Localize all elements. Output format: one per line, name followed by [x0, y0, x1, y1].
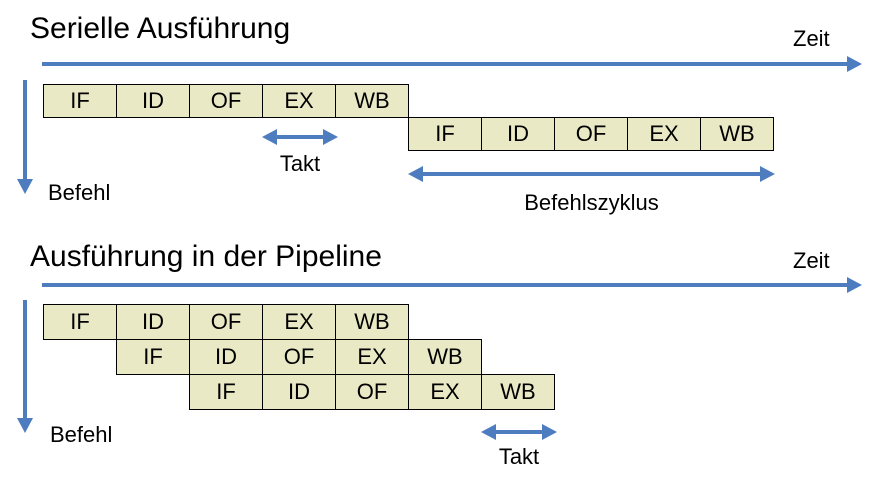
stage-cell: IF [43, 304, 117, 340]
stage-cell: ID [262, 374, 336, 410]
stage-cell: IF [116, 339, 190, 375]
arrow-line [494, 430, 544, 434]
stage-cell: ID [481, 117, 555, 151]
serial-time-axis-arrow [42, 56, 862, 72]
stage-cell: WB [408, 339, 482, 375]
stage-cell: WB [481, 374, 555, 410]
serial-instruction-2-row: IF ID OF EX WB [408, 117, 774, 151]
serial-cycle-span-arrow [408, 166, 775, 182]
serial-section-title: Serielle Ausführung [30, 12, 291, 45]
pipeline-clock-span-arrow [481, 424, 557, 440]
serial-cycle-label: Befehlszyklus [524, 190, 659, 215]
stage-cell: WB [335, 84, 409, 118]
stage-cell: EX [262, 304, 336, 340]
pipeline-time-axis-arrow [42, 277, 862, 293]
stage-cell: OF [335, 374, 409, 410]
serial-instruction-axis-label: Befehl [48, 180, 111, 205]
serial-instruction-axis-arrow [17, 80, 33, 194]
stage-cell: WB [700, 117, 774, 151]
arrow-line [42, 283, 849, 287]
stage-cell: OF [554, 117, 628, 151]
pipeline-instruction-1-row: IF ID OF EX WB [43, 304, 409, 340]
stage-cell: EX [262, 84, 336, 118]
pipeline-section-title: Ausführung in der Pipeline [30, 240, 382, 273]
stage-cell: ID [189, 339, 263, 375]
serial-clock-label: Takt [279, 151, 321, 176]
stage-cell: IF [189, 374, 263, 410]
pipeline-instruction-axis-label: Befehl [50, 422, 113, 447]
pipeline-time-axis-label: Zeit [793, 248, 830, 273]
arrow-line [42, 62, 849, 66]
stage-cell: WB [335, 304, 409, 340]
stage-cell: EX [627, 117, 701, 151]
stage-cell: EX [408, 374, 482, 410]
arrow-line [23, 300, 27, 420]
arrow-line [23, 80, 27, 181]
pipeline-clock-label: Takt [498, 444, 540, 469]
stage-cell: OF [189, 304, 263, 340]
serial-time-axis-label: Zeit [793, 26, 830, 51]
serial-clock-span-arrow [262, 129, 338, 145]
stage-cell: ID [116, 84, 190, 118]
pipeline-instruction-3-row: IF ID OF EX WB [189, 374, 555, 410]
stage-cell: OF [189, 84, 263, 118]
stage-cell: IF [408, 117, 482, 151]
stage-cell: IF [43, 84, 117, 118]
stage-cell: EX [335, 339, 409, 375]
pipeline-instruction-2-row: IF ID OF EX WB [116, 339, 482, 375]
arrow-line [275, 135, 325, 139]
pipeline-instruction-axis-arrow [17, 300, 33, 433]
stage-cell: ID [116, 304, 190, 340]
serial-instruction-1-row: IF ID OF EX WB [43, 84, 409, 118]
stage-cell: OF [262, 339, 336, 375]
arrow-line [421, 172, 762, 176]
